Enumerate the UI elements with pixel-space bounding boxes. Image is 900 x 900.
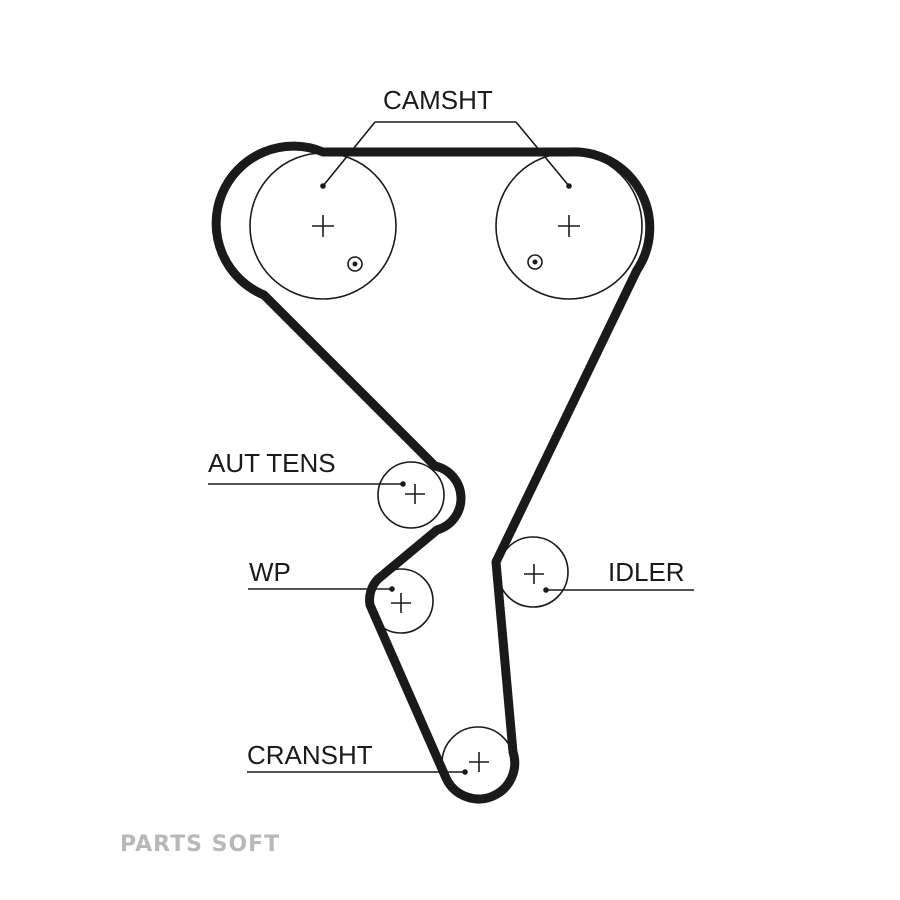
label-camshaft: CAMSHT xyxy=(383,85,493,115)
auto-tensioner-pulley xyxy=(377,461,445,529)
leader-idler xyxy=(543,587,694,593)
plus-mark-camshaft-right xyxy=(558,215,580,237)
watermark: PARTS SOFT xyxy=(120,832,280,857)
plus-mark-crankshaft xyxy=(469,752,489,772)
leader-crankshaft xyxy=(247,769,468,775)
plus-mark-camshaft-left xyxy=(312,215,334,237)
plus-mark-water-pump xyxy=(391,593,411,613)
label-crankshaft: CRANSHT xyxy=(247,740,373,770)
plus-mark-auto-tensioner xyxy=(405,484,425,504)
timing-belt xyxy=(211,141,655,804)
leader-auto-tensioner xyxy=(208,481,406,487)
leader-water-pump xyxy=(248,586,395,592)
timing-mark-camshaft-right xyxy=(527,254,543,270)
label-water-pump: WP xyxy=(249,557,291,587)
plus-mark-idler xyxy=(524,564,544,584)
label-idler: IDLER xyxy=(608,557,685,587)
idler-pulley xyxy=(497,536,569,608)
label-auto-tensioner: AUT TENS xyxy=(208,448,336,478)
timing-mark-camshaft-left xyxy=(347,256,363,272)
leader-camshaft xyxy=(320,121,572,189)
